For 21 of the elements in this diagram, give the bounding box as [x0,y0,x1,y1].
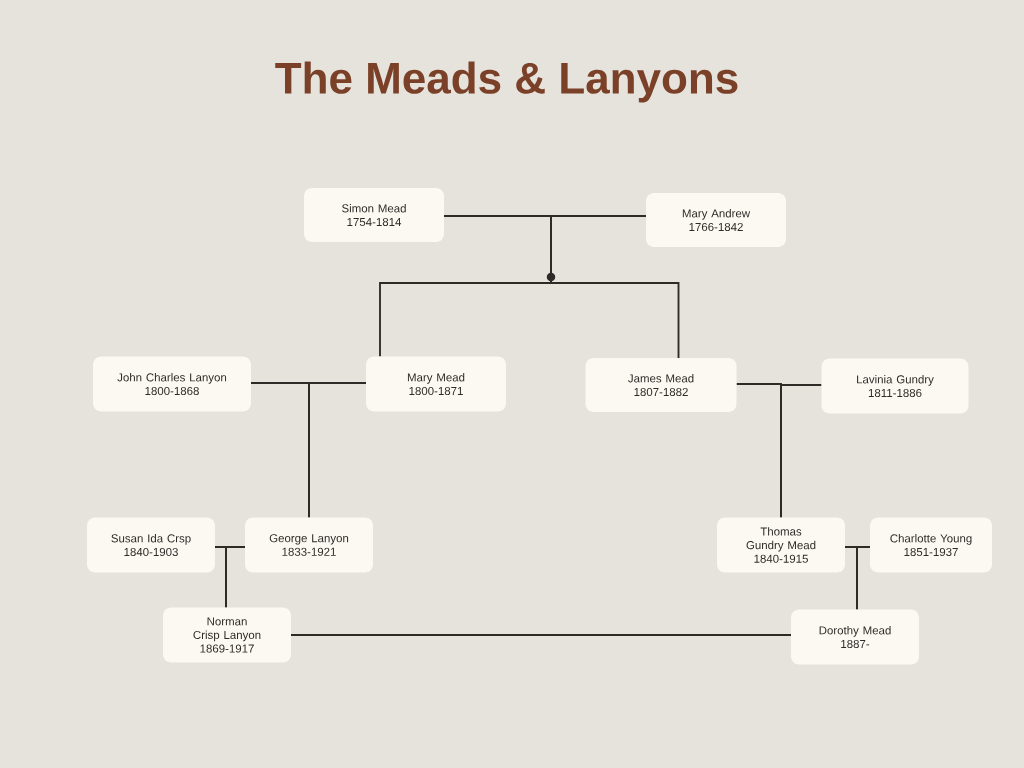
person-box: Norman Crisp Lanyon 1869-1917 [163,607,291,663]
person-box: Charlotte Young 1851-1937 [870,517,992,573]
connector-line [225,546,246,609]
person-box: Dorothy Mead 1887- [791,609,919,665]
connector-line [550,280,680,359]
person-box: Mary Andrew 1766-1842 [646,193,786,247]
connector-line [856,546,871,611]
person-box: George Lanyon 1833-1921 [245,517,373,573]
person-box: James Mead 1807-1882 [585,358,737,412]
person-box: Lavinia Gundry 1811-1886 [821,358,969,414]
connector-line [290,634,792,636]
connector-line [780,384,823,519]
person-box: Susan Ida Crsp 1840-1903 [87,517,215,573]
person-box: Thomas Gundry Mead 1840-1915 [717,517,845,573]
person-box: Mary Mead 1800-1871 [366,356,506,412]
person-box: Simon Mead 1754-1814 [304,188,444,242]
connector-line [550,215,647,274]
connector-line [379,280,552,358]
title: The Meads & Lanyons [275,61,738,103]
connector-line [308,382,367,519]
person-box: John Charles Lanyon 1800-1868 [93,356,251,412]
